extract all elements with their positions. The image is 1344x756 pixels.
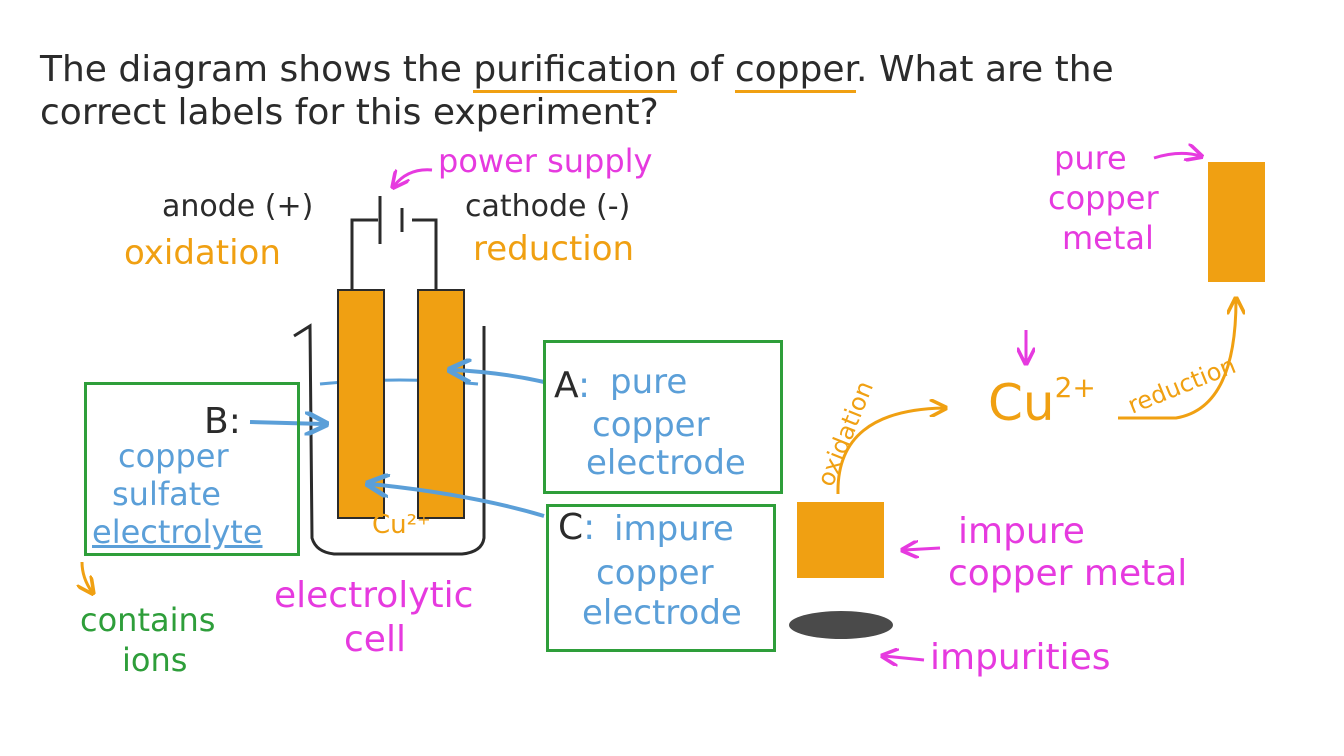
label-c-letter-text: C <box>558 507 584 548</box>
term-copper: copper <box>734 49 857 93</box>
arrow-to-cathode <box>452 370 545 384</box>
pure-label-1: pure <box>1054 139 1127 177</box>
term-purification: purification <box>473 49 678 93</box>
label-c-text-2: copper <box>596 553 714 593</box>
contains-label-1: contains <box>80 601 216 639</box>
label-b-text-1: copper <box>118 437 229 475</box>
impure-copper-metal <box>797 502 884 578</box>
impure-label-1: impure <box>958 511 1085 552</box>
reduction-arrow <box>1118 300 1236 420</box>
arrow-contains <box>82 561 92 592</box>
reduction-label: reduction <box>473 229 635 269</box>
answer-box-b <box>84 382 300 556</box>
label-a-letter: A: <box>554 365 591 406</box>
question-text-3: . What are the <box>856 49 1114 90</box>
arrow-to-electrolyte <box>249 422 324 424</box>
cathode-label: cathode (-) <box>465 189 631 224</box>
power-supply-label: power supply <box>438 142 653 180</box>
label-b-text-2: sulfate <box>112 475 221 513</box>
question-line-2: correct labels for this experiment? <box>40 92 659 133</box>
label-c-text-3: electrode <box>582 593 742 633</box>
circuit-wires <box>350 218 438 290</box>
impurities-label-arrow <box>884 656 925 660</box>
pure-label-arrow <box>1153 153 1200 158</box>
pure-label-2: copper <box>1048 179 1159 217</box>
question-text-1: The diagram shows the <box>40 49 474 90</box>
cu-ion-symbol: Cu <box>988 374 1055 432</box>
cu-ion-small-label: Cu²⁺ <box>372 510 431 540</box>
cell-label: cell <box>344 619 406 660</box>
anode-label: anode (+) <box>162 189 314 224</box>
electrolytic-label: electrolytic <box>274 575 474 616</box>
question-line-1: The diagram shows the purification of co… <box>40 49 1114 93</box>
label-c-letter: C: <box>558 507 596 548</box>
impure-label-2: copper metal <box>948 553 1188 594</box>
label-c-text-1: impure <box>614 509 734 549</box>
label-a-letter-text: A <box>554 365 578 406</box>
oxidation-label: oxidation <box>124 233 281 273</box>
battery-symbol <box>378 196 404 244</box>
label-a-text-1: pure <box>610 362 688 402</box>
oxidation-arrow <box>836 408 944 495</box>
cu-ion-charge: 2+ <box>1054 371 1096 404</box>
arrow-to-anode <box>370 484 545 518</box>
question-text-2: of <box>677 49 735 90</box>
oxidation-curve-label: oxidation <box>812 377 879 490</box>
cathode-electrode <box>417 289 465 519</box>
contains-label-2: ions <box>122 641 188 679</box>
impure-label-arrow <box>904 548 941 550</box>
beaker <box>293 323 486 556</box>
anode-electrode <box>337 289 385 519</box>
label-b-text-3: electrolyte <box>92 513 263 551</box>
answer-box-a <box>543 340 783 494</box>
pure-copper-metal <box>1208 162 1265 282</box>
cu-ion-label: Cu2+ <box>988 374 1096 429</box>
label-a-text-3: electrode <box>586 443 746 483</box>
label-b-letter: B: <box>204 401 241 442</box>
power-supply-arrow <box>394 168 433 186</box>
answer-box-c <box>546 504 776 652</box>
reduction-curve-label: reduction <box>1124 351 1240 420</box>
impurities-blob <box>789 611 893 639</box>
pure-label-3: metal <box>1062 219 1154 257</box>
label-a-text-2: copper <box>592 405 710 445</box>
impurities-label: impurities <box>930 637 1111 678</box>
